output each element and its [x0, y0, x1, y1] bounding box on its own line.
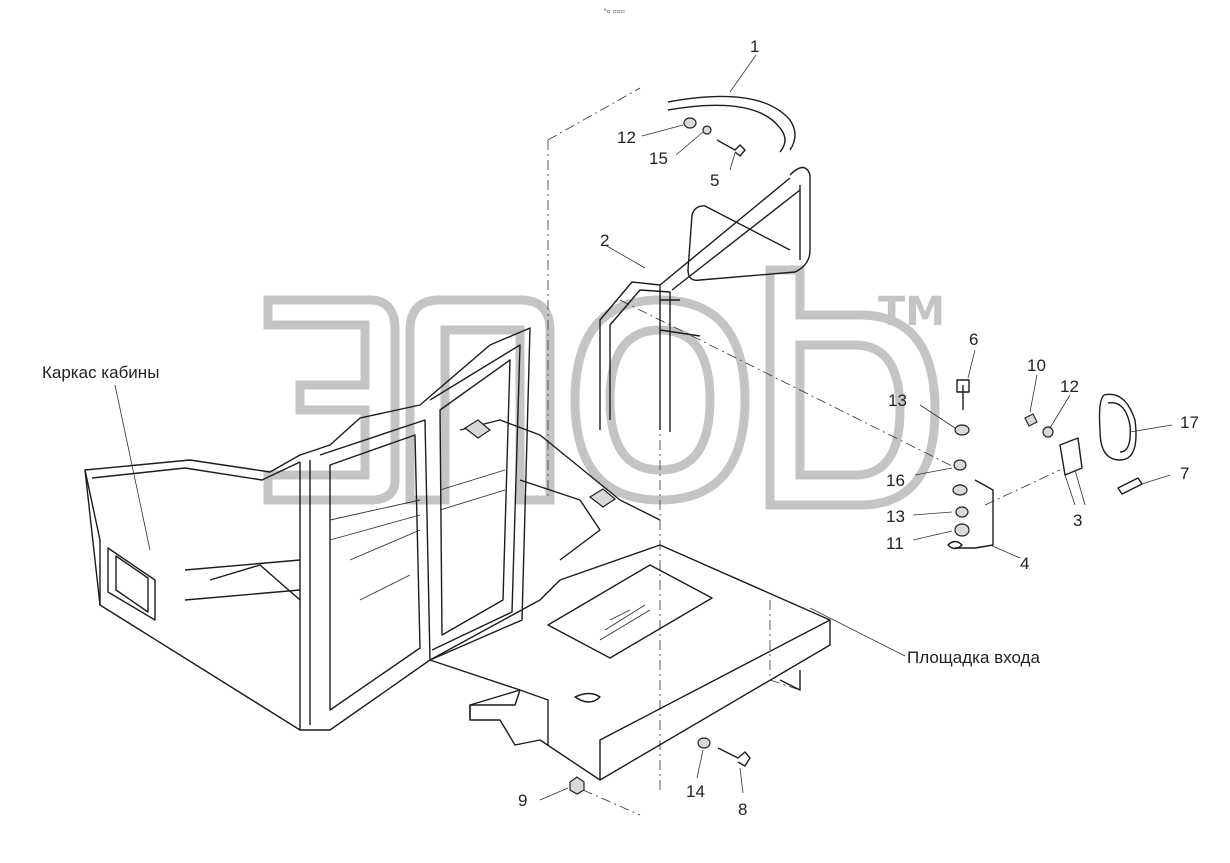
callout-9: 9	[518, 791, 527, 810]
hose-1	[667, 95, 796, 153]
callout-5: 5	[710, 171, 719, 190]
handrail-2	[599, 166, 811, 432]
callout-10: 10	[1027, 356, 1046, 375]
callout-8: 8	[738, 800, 747, 819]
callout-16: 16	[886, 471, 905, 490]
entry-platform-caption: Площадка входа	[907, 648, 1040, 667]
leader-lines	[114, 54, 1173, 801]
callout-6: 6	[969, 330, 978, 349]
callout-17: 17	[1180, 413, 1199, 432]
callout-11: 11	[886, 534, 904, 553]
entry-platform	[429, 419, 831, 781]
callout-1: 1	[750, 37, 759, 56]
callout-15: 15	[649, 149, 668, 168]
callout-7: 7	[1180, 464, 1189, 483]
callout-3: 3	[1073, 511, 1082, 530]
cab-frame	[84, 327, 531, 731]
hardware	[569, 117, 1143, 795]
header-code: ᴿ▫ ▫▫▫	[604, 8, 625, 15]
callout-4: 4	[1020, 554, 1029, 573]
callout-13: 13	[888, 391, 907, 410]
callout-labels: 1 12 15 5 2 6 13 16 13 11 4 10 12 17 7 3…	[518, 37, 1199, 819]
watermark: TM	[263, 265, 945, 510]
trademark-mark: TM	[878, 289, 945, 335]
cab-frame-caption: Каркас кабины	[42, 363, 159, 382]
callout-12: 12	[617, 128, 636, 147]
callout-12: 12	[1060, 377, 1079, 396]
callout-14: 14	[686, 782, 705, 801]
callout-2: 2	[600, 231, 609, 250]
callout-13: 13	[886, 507, 905, 526]
